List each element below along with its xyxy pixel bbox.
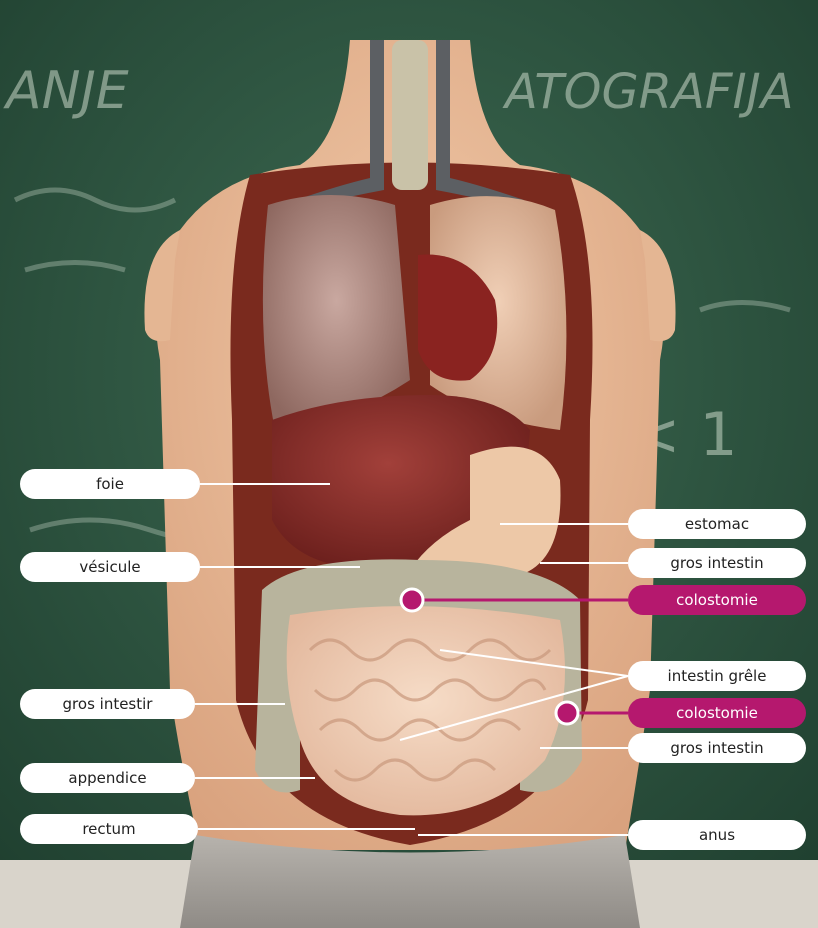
label-appendice: appendice [20,763,195,793]
label-foie: foie [20,469,200,499]
label-anus: anus [628,820,806,850]
chalk-text-right: ATOGRAFIJA [502,64,794,120]
label-intestin-grele: intestin grêle [628,661,806,691]
trachea [392,40,428,190]
label-gros-intestin-upper: gros intestin [628,548,806,578]
label-vesicule: vésicule [20,552,200,582]
label-gros-intestin-lower: gros intestin [628,733,806,763]
label-rectum: rectum [20,814,198,844]
label-estomac: estomac [628,509,806,539]
chalk-text-left: ANJE [3,61,129,121]
label-colostomie-upper: colostomie [628,585,806,615]
label-gros-intestir: gros intestir [20,689,195,719]
label-colostomie-lower: colostomie [628,698,806,728]
